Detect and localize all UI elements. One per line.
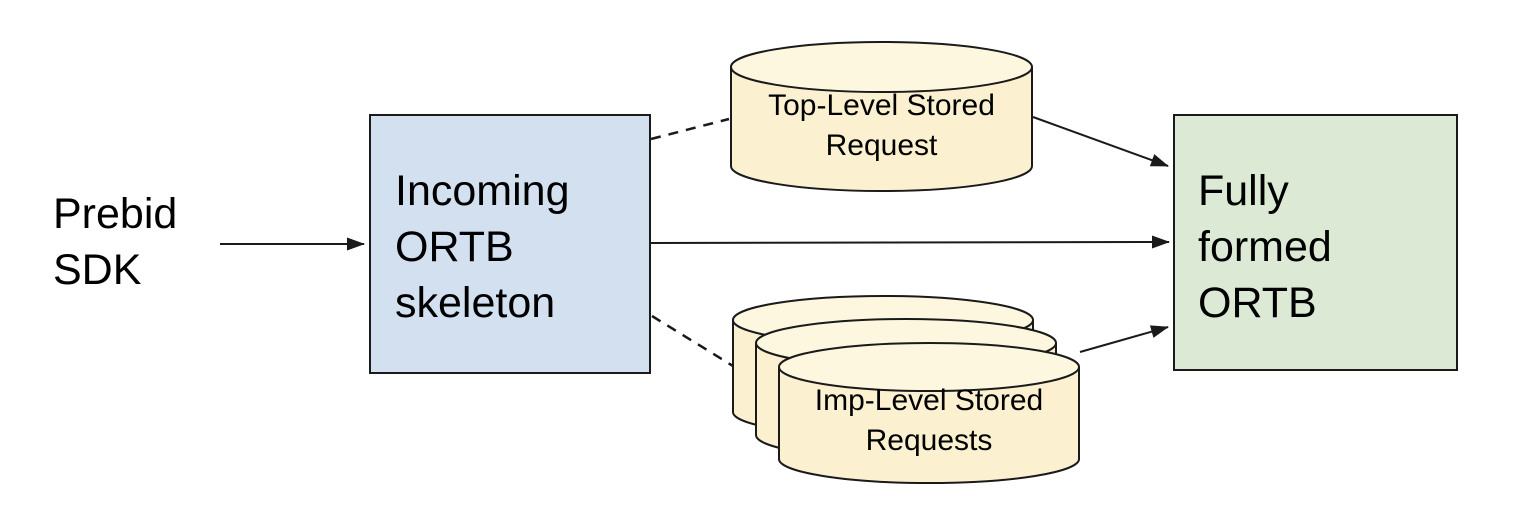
top-level-stored-label-line2: Request <box>825 129 938 162</box>
incoming-ortb-box <box>369 114 651 374</box>
fully-formed-ortb-label-line1: Fully <box>1198 167 1289 215</box>
fully-formed-ortb-label-line3: ORTB <box>1198 279 1317 327</box>
fully-formed-ortb-label: Fully formed ORTB <box>1198 163 1332 331</box>
cylinder-top-cap <box>730 41 1033 93</box>
incoming-ortb-label-line2: ORTB <box>395 223 514 271</box>
incoming-ortb-label-line1: Incoming <box>395 167 570 215</box>
prebid-sdk-label-line1: Prebid <box>53 190 178 238</box>
imp-level-stored-cylinder-front <box>778 342 1080 484</box>
prebid-sdk-label-line2: SDK <box>53 246 142 294</box>
imp-level-stored-label-line2: Requests <box>865 424 993 457</box>
fully-formed-ortb-box <box>1173 114 1458 371</box>
imp-level-stored-label-line1: Imp-Level Stored <box>814 384 1044 417</box>
incoming-ortb-label: Incoming ORTB skeleton <box>395 163 569 331</box>
fully-formed-ortb-label-line2: formed <box>1198 223 1332 271</box>
prebid-sdk-label: Prebid SDK <box>53 186 177 298</box>
top-level-stored-label: Top-Level Stored Request <box>731 86 1032 166</box>
dashed-link-incoming-to-imp-stored <box>651 314 781 397</box>
arrow-imp-stored-to-fully <box>1079 325 1169 353</box>
arrow-top-stored-to-fully <box>1032 116 1169 167</box>
dashed-link-incoming-to-top-stored <box>650 117 730 141</box>
incoming-ortb-label-line3: skeleton <box>395 279 556 327</box>
top-level-stored-cylinder <box>730 41 1033 192</box>
imp-level-stored-label: Imp-Level Stored Requests <box>779 381 1079 461</box>
cylinder-top-cap <box>778 342 1080 392</box>
arrow-incoming-to-fully <box>649 235 1170 249</box>
top-level-stored-label-line1: Top-Level Stored <box>768 89 995 122</box>
